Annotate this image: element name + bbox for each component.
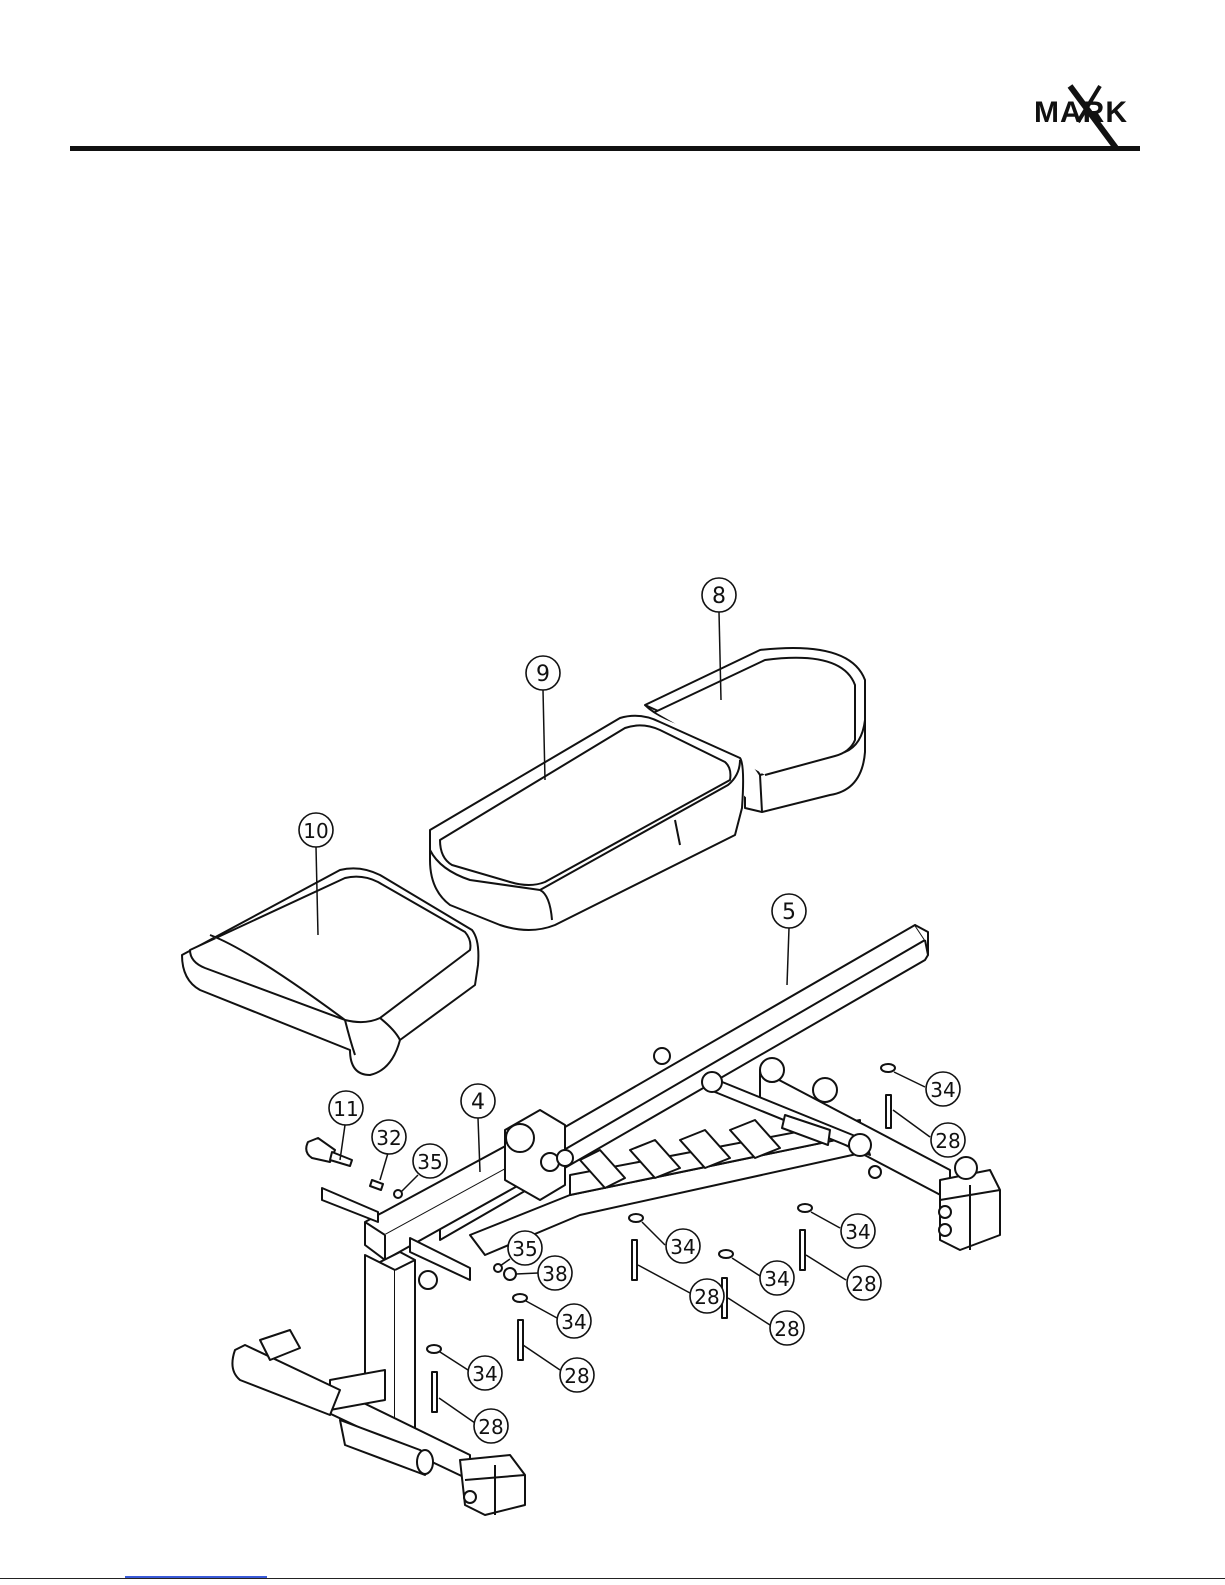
callout-28d: 28 <box>770 1311 804 1345</box>
footer-link-underline[interactable] <box>125 1576 267 1578</box>
svg-text:28: 28 <box>774 1317 799 1341</box>
callout-34c: 34 <box>841 1214 875 1248</box>
svg-text:11: 11 <box>333 1097 358 1121</box>
svg-text:32: 32 <box>376 1126 401 1150</box>
callout-38: 38 <box>538 1256 572 1290</box>
callout-4: 4 <box>461 1084 495 1118</box>
callout-28b: 28 <box>847 1266 881 1300</box>
svg-text:35: 35 <box>417 1150 442 1174</box>
callout-34f: 34 <box>468 1356 502 1390</box>
svg-text:4: 4 <box>471 1090 485 1115</box>
callout-34a: 34 <box>926 1072 960 1106</box>
svg-text:28: 28 <box>564 1364 589 1388</box>
callout-34d: 34 <box>760 1261 794 1295</box>
svg-text:35: 35 <box>512 1237 537 1261</box>
callout-10: 10 <box>299 813 333 847</box>
svg-text:34: 34 <box>764 1267 789 1291</box>
callout-34b: 34 <box>666 1229 700 1263</box>
footer-rule <box>0 1578 1225 1579</box>
svg-text:10: 10 <box>303 819 328 843</box>
svg-text:34: 34 <box>472 1362 497 1386</box>
svg-text:28: 28 <box>935 1129 960 1153</box>
callout-28e: 28 <box>560 1358 594 1392</box>
callout-11: 11 <box>329 1091 363 1125</box>
callout-32: 32 <box>372 1120 406 1154</box>
svg-text:38: 38 <box>542 1262 567 1286</box>
callout-9: 9 <box>526 656 560 690</box>
callout-28f: 28 <box>474 1409 508 1443</box>
back-pad-9 <box>430 716 743 930</box>
callout-5: 5 <box>772 894 806 928</box>
svg-text:28: 28 <box>694 1285 719 1309</box>
svg-text:28: 28 <box>478 1415 503 1439</box>
callout-34e: 34 <box>557 1304 591 1338</box>
svg-text:8: 8 <box>712 584 726 609</box>
callout-28c: 28 <box>690 1279 724 1313</box>
svg-text:34: 34 <box>930 1078 955 1102</box>
svg-text:28: 28 <box>851 1272 876 1296</box>
front-pad-10 <box>182 868 478 1075</box>
svg-text:9: 9 <box>536 662 550 687</box>
callout-35a: 35 <box>413 1144 447 1178</box>
svg-text:34: 34 <box>670 1235 695 1259</box>
callout-28a: 28 <box>931 1123 965 1157</box>
callout-35b: 35 <box>508 1231 542 1265</box>
svg-text:5: 5 <box>782 900 796 925</box>
callout-8: 8 <box>702 578 736 612</box>
svg-text:34: 34 <box>561 1310 586 1334</box>
svg-text:34: 34 <box>845 1220 870 1244</box>
